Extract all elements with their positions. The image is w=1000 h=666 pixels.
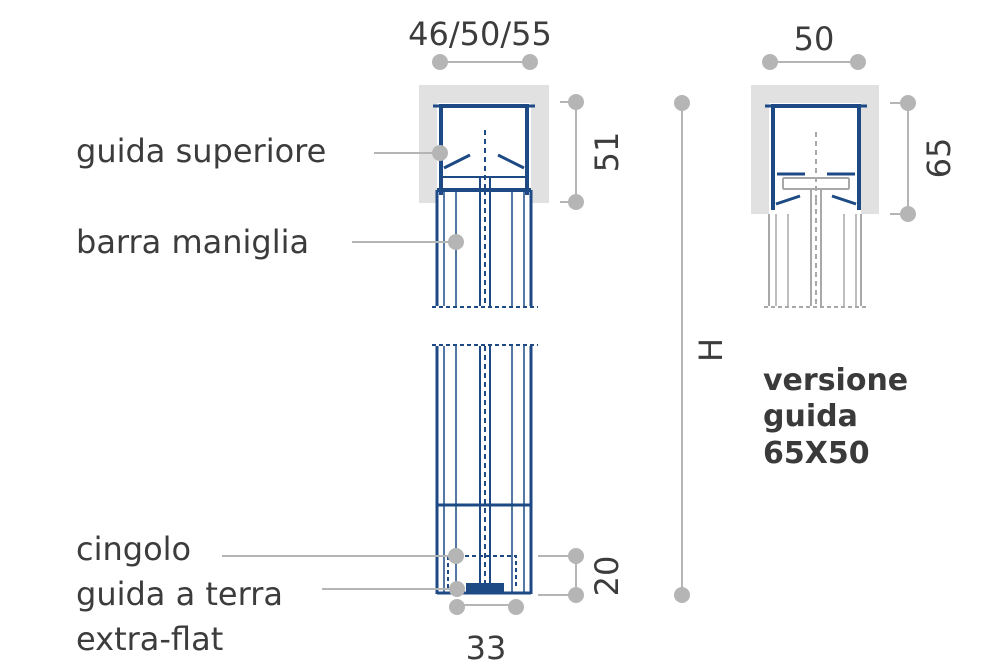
dim-top-width-text: 46/50/55 — [408, 15, 552, 53]
alt-guide-housing — [751, 85, 879, 214]
top-guide-profile — [433, 104, 535, 195]
dim-alt-width — [762, 54, 866, 70]
version-line-3: 65X50 — [763, 436, 870, 471]
upper-door-segment — [432, 178, 538, 308]
version-line-1: versione — [763, 363, 908, 398]
dim-total-height — [674, 95, 690, 603]
leader-cingolo — [222, 548, 464, 564]
leader-barra-maniglia — [352, 234, 464, 250]
version-line-2: guida — [763, 399, 858, 434]
dim-alt-height — [890, 95, 916, 222]
alt-door-segment — [764, 190, 866, 308]
lower-door-segment — [432, 344, 538, 595]
label-guida-a-terra: guida a terra — [76, 575, 283, 613]
dim-bottom-width-text: 33 — [466, 629, 507, 666]
dim-bottom-height-text: 20 — [588, 556, 626, 597]
top-guide-housing — [419, 85, 549, 203]
label-extra-flat: extra-flat — [76, 620, 223, 658]
dim-total-height-text: H — [692, 338, 730, 362]
dim-top-height-text: 51 — [588, 132, 626, 173]
leader-guida-a-terra — [322, 581, 465, 597]
dim-alt-height-text: 65 — [920, 138, 958, 179]
dim-top-height — [560, 94, 584, 210]
label-cingolo: cingolo — [76, 530, 191, 568]
dim-top-width — [432, 54, 538, 70]
floor-track — [466, 583, 504, 593]
leader-guida-superiore — [374, 145, 448, 161]
dim-alt-width-text: 50 — [794, 20, 835, 58]
label-barra-maniglia: barra maniglia — [76, 223, 309, 261]
dim-bottom-width — [449, 599, 524, 615]
label-guida-superiore: guida superiore — [76, 132, 326, 170]
alt-guide-profile — [765, 104, 867, 210]
dim-bottom-height — [538, 548, 584, 603]
